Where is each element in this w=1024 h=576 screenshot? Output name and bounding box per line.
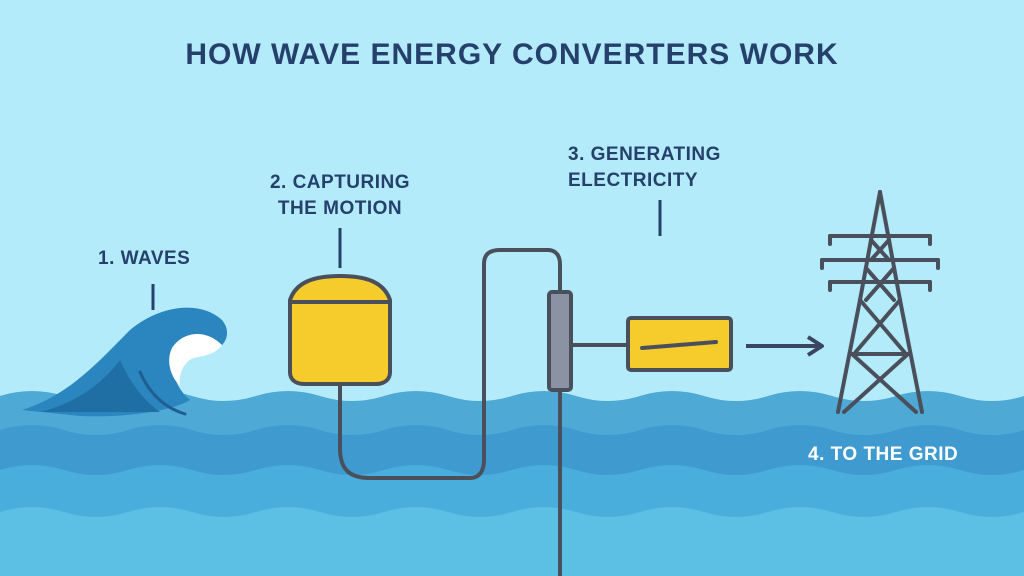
step-capturing-label: 2. CAPTURING THE MOTION <box>255 170 425 222</box>
step-waves-label: 1. WAVES <box>98 246 190 272</box>
converter-column <box>547 290 573 392</box>
transmission-tower-icon <box>820 190 940 414</box>
arrow-icon <box>746 335 824 357</box>
step-label-line: THE MOTION <box>277 198 403 219</box>
step-label-line: 1. WAVES <box>98 248 191 269</box>
sea-band-deep <box>0 507 1024 576</box>
tether-line <box>338 248 562 480</box>
step-generating-label: 3. GENERATING ELECTRICITY <box>568 142 721 194</box>
step-label-line: 2. CAPTURING <box>269 172 411 193</box>
step-label-line: 4. TO THE GRID <box>808 444 959 465</box>
step-label-line: ELECTRICITY <box>568 170 699 191</box>
page-title: HOW WAVE ENERGY CONVERTERS WORK <box>185 38 839 71</box>
buoy-icon <box>288 274 392 386</box>
generator-icon <box>626 316 733 372</box>
breaking-wave-icon <box>22 307 228 417</box>
step-grid-label: 4. TO THE GRID <box>808 442 958 468</box>
step-label-line: 3. GENERATING <box>568 144 721 165</box>
